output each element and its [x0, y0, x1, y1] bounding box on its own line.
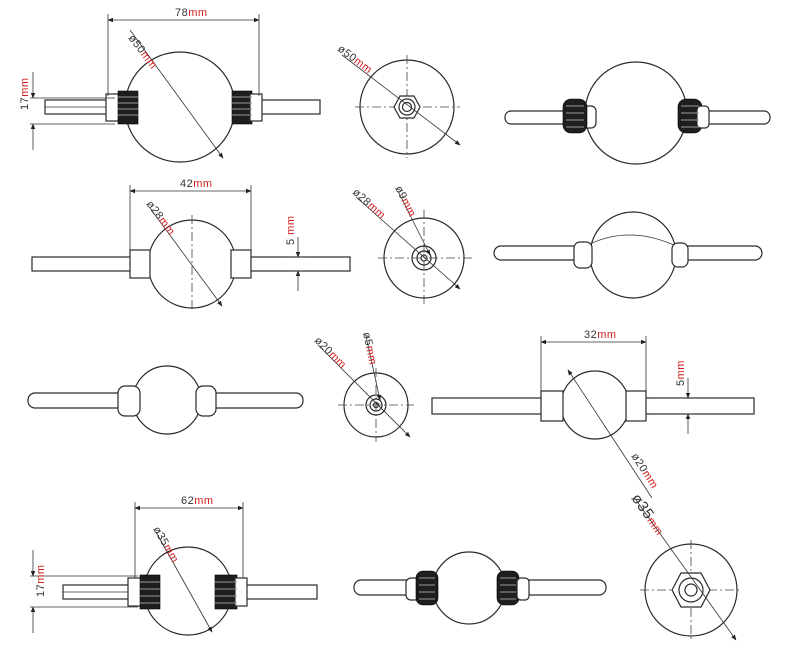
sleeve-left	[540, 390, 564, 422]
diameter-label: ø50mm	[335, 43, 374, 77]
sleeve-left	[129, 249, 151, 279]
view-20mm-perspective	[27, 365, 304, 435]
cable-label: 5mm	[675, 360, 687, 386]
diameter-label: ø50mm	[126, 33, 160, 72]
view-35mm-side-dimensioned: 62mm ø35mm 17mm	[30, 495, 318, 636]
gland-fitting-right	[496, 570, 520, 606]
sphere-outline	[589, 211, 677, 299]
diameter-label: ø28mm	[350, 186, 388, 222]
view-20mm-front: ø20mm ø5mm	[312, 331, 414, 442]
length-label: 32mm	[584, 329, 617, 341]
height-label: 17mm	[19, 77, 31, 110]
sphere-outline	[132, 365, 202, 435]
inner-diameter-label: ø9mm	[392, 184, 418, 219]
view-50mm-side-dimensioned: 78mm ø50mm 17mm	[19, 7, 321, 163]
diameter-label: ø28mm	[144, 199, 178, 238]
diameter-label: ø20mm	[312, 335, 349, 372]
sleeve-right	[671, 242, 689, 268]
sleeve-right	[625, 390, 647, 422]
view-28mm-perspective	[493, 211, 763, 299]
view-50mm-perspective	[504, 61, 771, 165]
length-label: 78mm	[175, 7, 208, 19]
diameter-leader	[567, 369, 653, 499]
cable-label: 5 mm	[285, 215, 297, 245]
sphere-outline	[584, 61, 688, 165]
gland-fitting-left	[415, 570, 439, 606]
gland-fitting-right	[231, 90, 253, 125]
diameter-leader	[129, 29, 224, 159]
sphere-outline	[124, 51, 236, 163]
length-label: 62mm	[181, 495, 214, 507]
gland-fitting-left	[562, 98, 588, 134]
gland-fitting-right	[214, 574, 238, 610]
sphere-outline	[560, 370, 630, 440]
inner-diameter-leader	[365, 335, 382, 401]
length-label: 42mm	[180, 178, 213, 190]
gland-nut	[249, 93, 263, 122]
gland-fitting-left	[117, 90, 139, 125]
view-50mm-front: ø50mm	[335, 43, 461, 158]
sleeve-left	[573, 241, 593, 269]
hex-nut	[671, 572, 711, 608]
diameter-leader	[355, 196, 461, 290]
view-35mm-perspective	[353, 551, 607, 625]
diameter-label: ø35mm	[628, 491, 669, 539]
sleeve-left	[117, 385, 141, 417]
sleeve-right	[230, 249, 252, 279]
diameter-leader	[149, 207, 223, 307]
sleeve-right	[195, 385, 217, 417]
gland-nut	[234, 577, 248, 607]
diameter-leader	[635, 499, 737, 641]
view-28mm-side-dimensioned: 42mm ø28mm 5 mm	[31, 178, 351, 312]
gland-fitting-left	[139, 574, 161, 610]
inner-diameter-leader	[397, 190, 431, 256]
sphere-outline	[432, 551, 506, 625]
diameter-leader	[341, 54, 461, 146]
diameter-label: ø20mm	[628, 451, 660, 491]
height-label: 17mm	[35, 564, 47, 597]
view-28mm-front: ø28mm ø9mm	[350, 184, 472, 306]
view-35mm-front: ø35mm	[628, 491, 742, 641]
diameter-leader	[317, 344, 411, 438]
inner-diameter-label: ø5mm	[360, 331, 379, 366]
diameter-leader	[155, 531, 213, 633]
view-20mm-side-dimensioned: 32mm 5mm ø20mm	[431, 329, 755, 499]
